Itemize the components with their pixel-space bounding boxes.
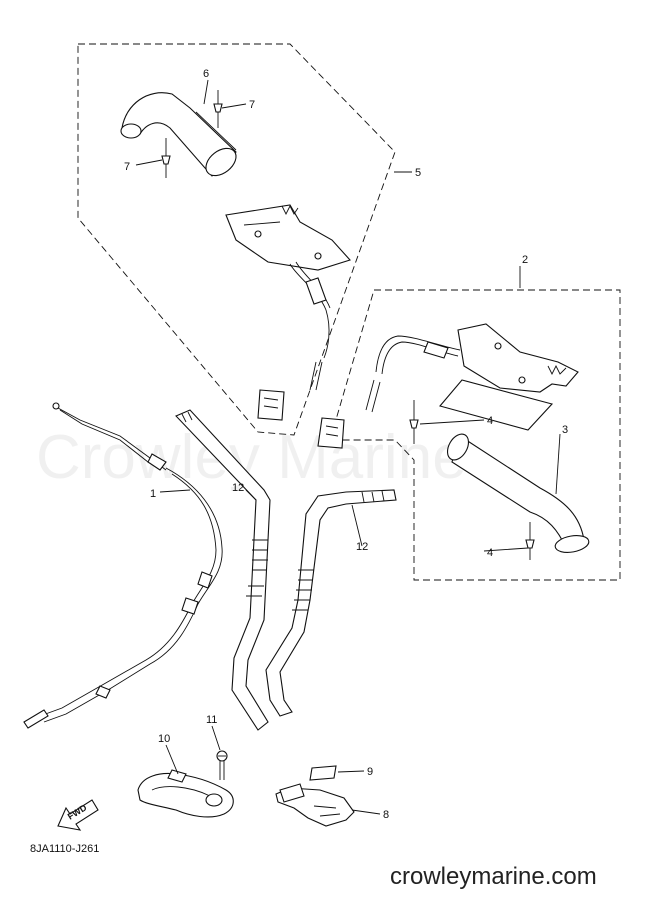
rivet-lower-bottom <box>525 522 535 560</box>
wire-harness-lower <box>317 335 461 449</box>
rivet-lower-top <box>409 400 419 444</box>
duct-elbow-upper <box>120 92 237 177</box>
hose-right <box>265 489 397 717</box>
diagram-code: 8JA1110-J261 <box>30 843 99 855</box>
grab-handle <box>137 769 234 818</box>
rivet-upper-left <box>161 138 171 178</box>
site-footer: crowleymarine.com <box>390 863 597 890</box>
control-cable <box>23 402 223 729</box>
rivet-upper-right <box>213 90 223 128</box>
fwd-arrow: FWD <box>57 799 99 831</box>
wire-harness-upper <box>257 261 331 421</box>
duct-elbow-lower <box>446 433 590 553</box>
bracket <box>275 783 355 827</box>
leader-lines <box>135 79 561 815</box>
callout-2: 2 <box>522 254 528 266</box>
screw <box>216 750 228 780</box>
callout-7-left: 7 <box>124 161 130 173</box>
callout-12-right: 12 <box>356 541 368 553</box>
callout-9: 9 <box>367 766 373 778</box>
sensor-plate-lower <box>439 323 579 431</box>
callout-11: 11 <box>206 714 217 726</box>
pad <box>309 765 337 781</box>
callout-12-left: 12 <box>232 482 244 494</box>
callout-1: 1 <box>150 488 156 500</box>
callout-10: 10 <box>158 733 170 745</box>
callout-6: 6 <box>203 68 209 80</box>
sensor-plate-upper <box>225 204 351 271</box>
callout-4-bottom: 4 <box>487 547 493 559</box>
callout-3: 3 <box>562 424 568 436</box>
callout-4-top: 4 <box>487 415 493 427</box>
group-outline-5 <box>77 43 396 436</box>
callout-7-right: 7 <box>249 99 255 111</box>
callout-8: 8 <box>383 809 389 821</box>
callout-5: 5 <box>415 167 421 179</box>
